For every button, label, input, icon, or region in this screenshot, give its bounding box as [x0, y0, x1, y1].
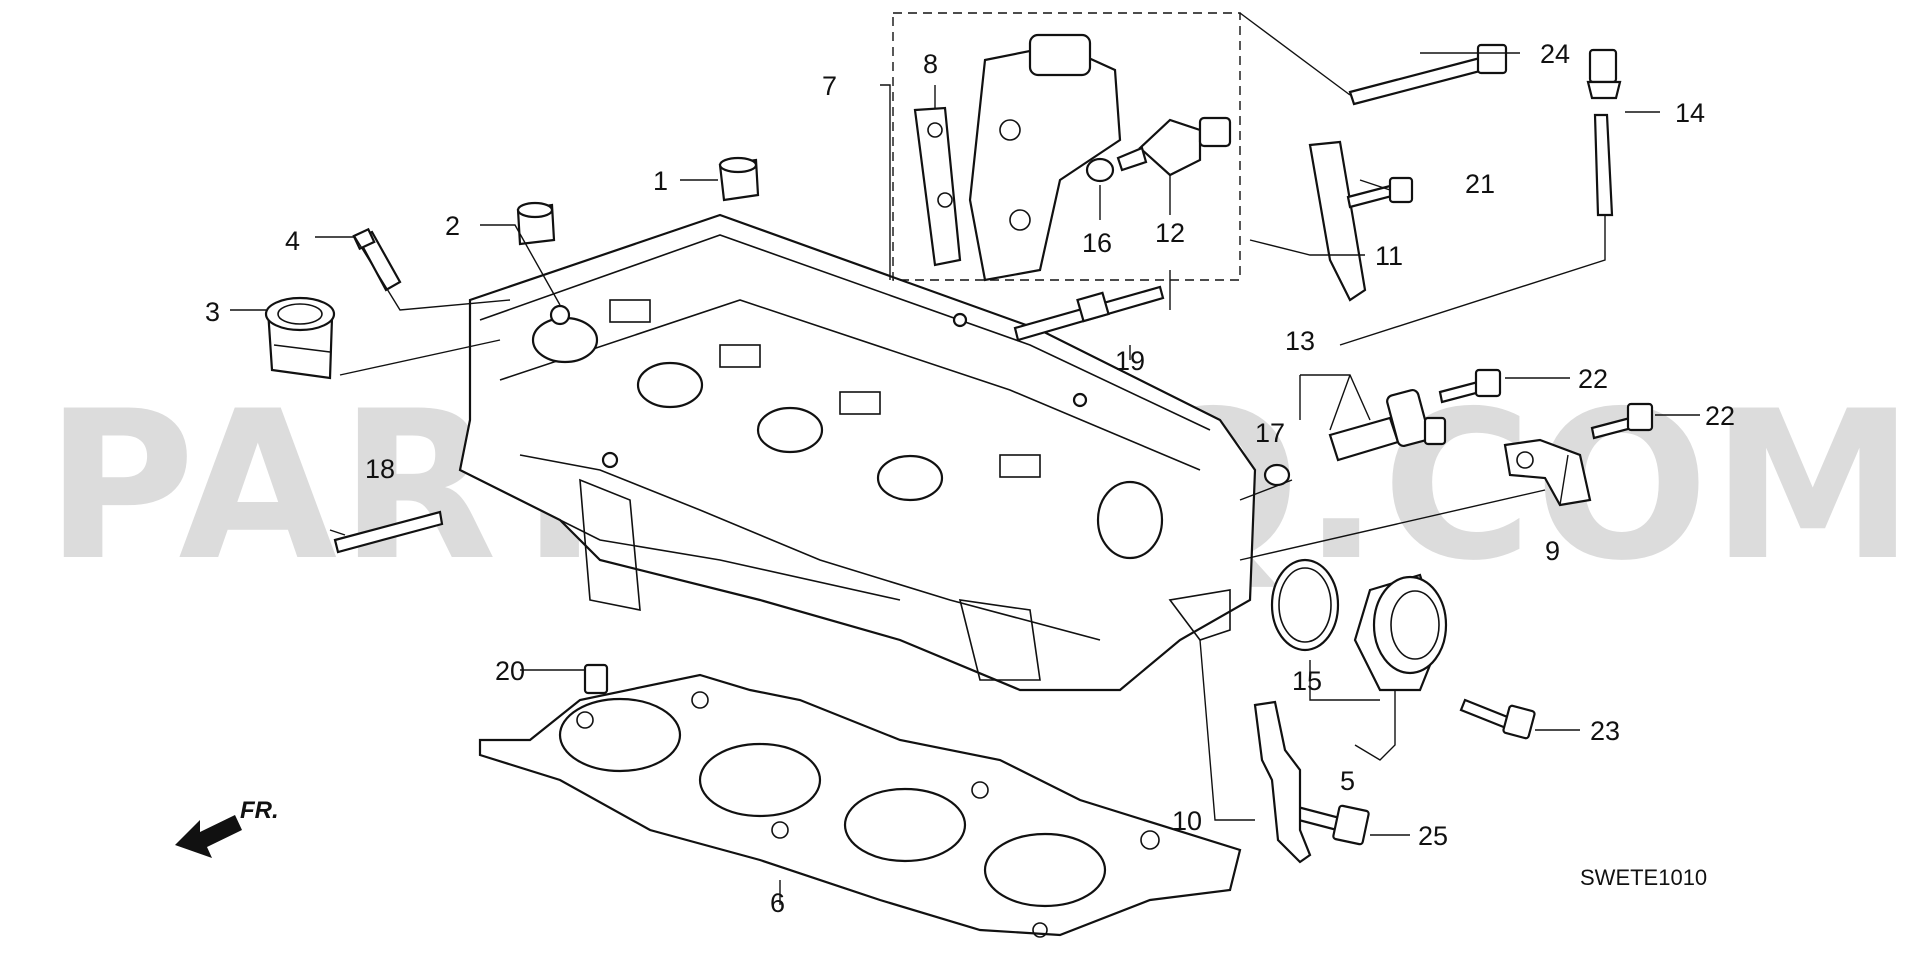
bracket-10[interactable]: [1253, 700, 1312, 864]
callout-6[interactable]: 6: [770, 888, 785, 918]
callout-12[interactable]: 12: [1155, 218, 1185, 248]
callout-16[interactable]: 16: [1082, 228, 1112, 258]
callout-3[interactable]: 3: [205, 297, 220, 327]
bracket-11[interactable]: [1308, 140, 1367, 302]
callout-11[interactable]: 11: [1375, 241, 1403, 271]
bolt-22-upper[interactable]: [1438, 368, 1502, 404]
o-ring-16[interactable]: [1085, 157, 1115, 183]
washer-17[interactable]: [1263, 463, 1291, 487]
diagram-code: SWETE1010: [1580, 865, 1707, 890]
callout-7[interactable]: 7: [822, 71, 837, 101]
o-ring-15[interactable]: [1270, 558, 1340, 652]
leader-lines: [230, 12, 1700, 905]
callout-10[interactable]: 10: [1172, 806, 1202, 836]
front-direction-arrow-icon: [175, 815, 242, 858]
callout-22-lower[interactable]: 22: [1705, 401, 1735, 431]
callout-23[interactable]: 23: [1590, 716, 1620, 746]
callout-20[interactable]: 20: [495, 656, 525, 686]
bolt-23[interactable]: [1459, 698, 1536, 740]
sensor-13[interactable]: [1328, 388, 1447, 462]
sensor-4[interactable]: [352, 227, 402, 292]
dowel-pin[interactable]: [583, 663, 609, 695]
callout-9[interactable]: 9: [1545, 536, 1560, 566]
callout-21[interactable]: 21: [1465, 169, 1495, 199]
water-outlet-3[interactable]: [264, 296, 336, 380]
callout-2[interactable]: 2: [445, 211, 460, 241]
callout-17[interactable]: 17: [1255, 418, 1285, 448]
callout-24[interactable]: 24: [1540, 39, 1570, 69]
bolt-24[interactable]: [1348, 43, 1508, 106]
seal-2[interactable]: [516, 201, 556, 246]
spool-valve-gasket-8[interactable]: [913, 106, 962, 267]
front-label: FR.: [240, 797, 279, 824]
spool-valve-group: [892, 12, 1241, 281]
pressure-switch-12[interactable]: [1116, 116, 1232, 177]
callout-15[interactable]: 15: [1292, 666, 1322, 696]
bolt-14[interactable]: [1586, 48, 1622, 217]
callout-22-upper[interactable]: 22: [1578, 364, 1608, 394]
callout-13[interactable]: 13: [1285, 326, 1315, 356]
callout-4[interactable]: 4: [285, 226, 300, 256]
bolt-22-lower[interactable]: [1590, 402, 1654, 440]
callout-1[interactable]: 1: [653, 166, 668, 196]
callout-8[interactable]: 8: [923, 49, 938, 79]
connecting-pipe-9[interactable]: [1503, 438, 1592, 507]
callout-19[interactable]: 19: [1115, 346, 1145, 376]
thermostat-housing-5[interactable]: [1353, 573, 1448, 692]
callout-18[interactable]: 18: [365, 454, 395, 484]
stud-bolt-19[interactable]: [1013, 285, 1165, 342]
seal-1[interactable]: [718, 156, 760, 202]
stud-bolt-18[interactable]: [333, 510, 444, 554]
bolt-21[interactable]: [1346, 176, 1414, 209]
head-gasket[interactable]: [478, 673, 1242, 938]
callout-5[interactable]: 5: [1340, 766, 1355, 796]
callout-25[interactable]: 25: [1418, 821, 1448, 851]
cylinder-head[interactable]: [458, 213, 1257, 692]
callout-14[interactable]: 14: [1675, 98, 1705, 128]
spool-valve-7[interactable]: [968, 33, 1122, 282]
